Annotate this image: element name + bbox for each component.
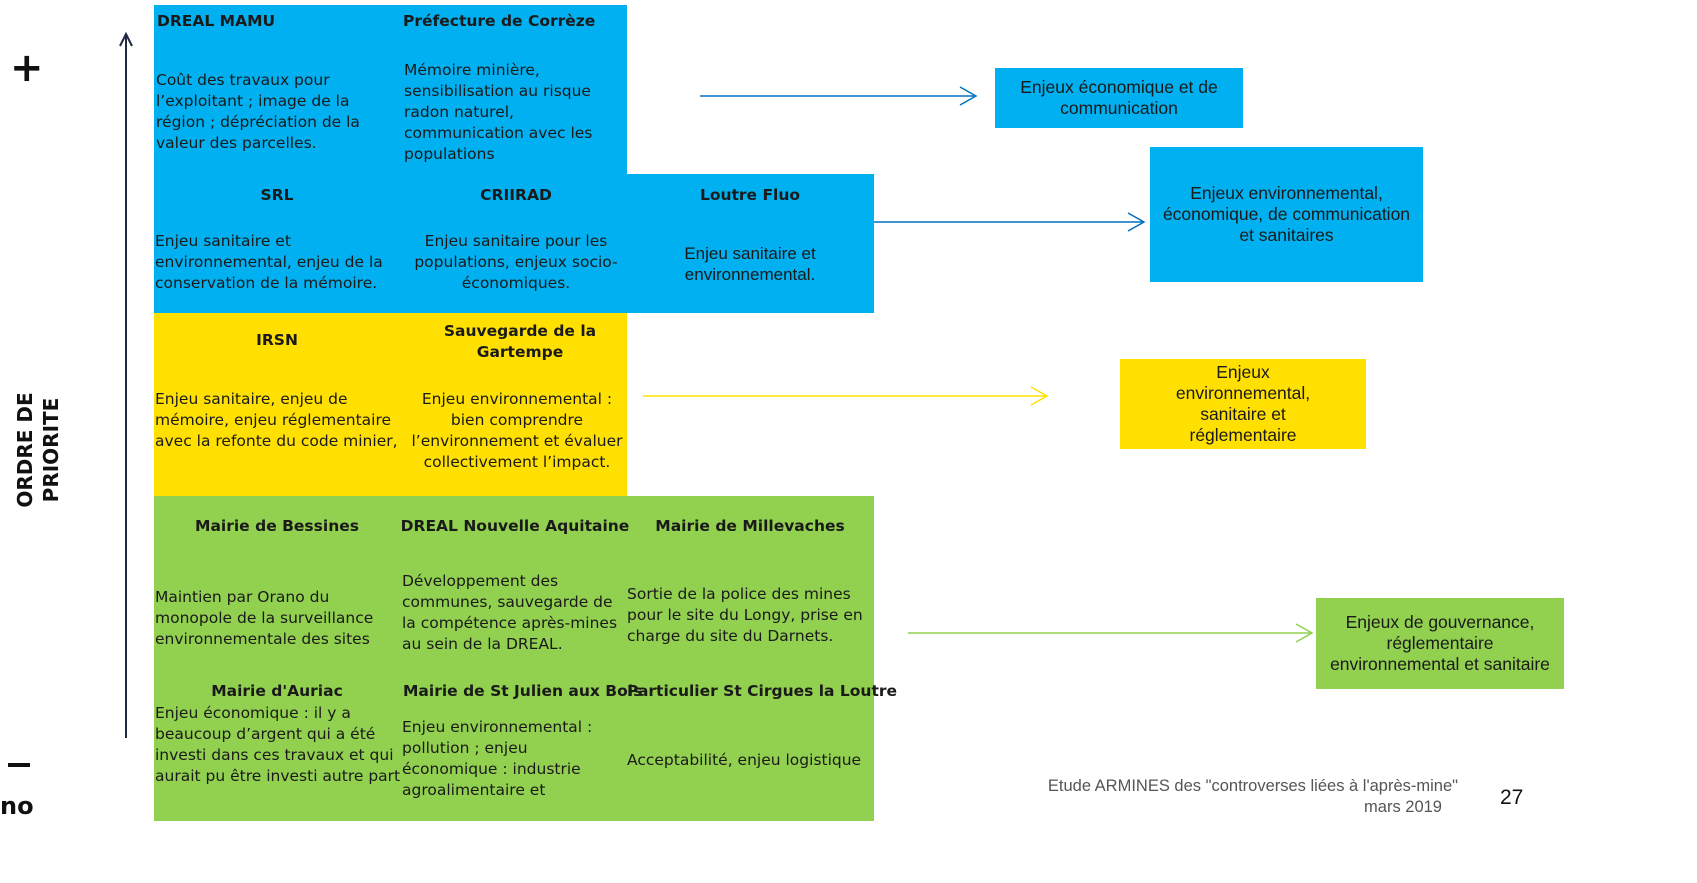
actor-mairie-bessines-text: Maintien par Orano du monopole de la sur… (155, 588, 374, 648)
logo-fragment: no (0, 792, 34, 820)
actor-particulier-st-cirgues-header: Particulier St Cirgues la Loutre (627, 682, 898, 700)
green-block (154, 496, 874, 821)
actor-criirad-text: Enjeu sanitaire pour les populations, en… (414, 232, 618, 292)
summary-box-blue-2: Enjeux environnemental, économique, de c… (1150, 147, 1423, 282)
priority-axis-arrow (119, 31, 133, 738)
actor-prefecture-correze-header: Préfecture de Corrèze (403, 12, 596, 30)
actor-irsn-text: Enjeu sanitaire, enjeu de mémoire, enjeu… (155, 390, 398, 450)
blue-block-bottom (154, 174, 874, 313)
summary-box-green: Enjeux de gouvernance, réglementaire env… (1316, 598, 1564, 689)
actor-mairie-auriac-header: Mairie d'Auriac (211, 682, 343, 700)
arrow-yellow (643, 386, 1049, 406)
arrow-blue-2 (874, 212, 1146, 232)
actor-mairie-st-julien-header: Mairie de St Julien aux Bois (403, 682, 643, 700)
actor-loutre-fluo-text: Enjeu sanitaire et environnemental. (684, 244, 816, 284)
actor-mairie-millevaches-header: Mairie de Millevaches (655, 517, 845, 535)
actor-dreal-nouvelle-aquitaine-text: Développement des communes, sauvegarde d… (402, 572, 618, 653)
arrow-blue-1 (700, 86, 978, 106)
arrow-green (908, 623, 1314, 643)
summary-box-yellow: Enjeux environnemental, sanitaire et rég… (1120, 359, 1366, 449)
footer-study-title: Etude ARMINES des "controverses liées à … (1047, 777, 1458, 795)
actor-sauvegarde-gartempe-header: Sauvegarde de la Gartempe (443, 322, 597, 361)
actor-mairie-auriac-text: Enjeu économique : il y a beaucoup d’arg… (155, 704, 401, 785)
actor-srl-header: SRL (260, 186, 294, 204)
actor-dreal-mamu-header: DREAL MAMU (157, 12, 276, 30)
priority-low-marker (8, 763, 30, 767)
actor-dreal-nouvelle-aquitaine-header: DREAL Nouvelle Aquitaine (400, 517, 630, 535)
actor-dreal-mamu-text: Coût des travaux pour l’exploitant ; ima… (156, 71, 360, 152)
priority-high-marker: + (10, 45, 44, 91)
actor-srl-text: Enjeu sanitaire et environnemental, enje… (155, 232, 383, 292)
blue-block-top (154, 5, 627, 175)
footer-date: mars 2019 (1364, 798, 1442, 816)
actor-irsn-header: IRSN (256, 331, 298, 349)
yellow-block (154, 313, 627, 496)
actor-prefecture-correze-text: Mémoire minière, sensibilisation au risq… (404, 61, 593, 163)
actor-loutre-fluo-header: Loutre Fluo (699, 186, 801, 204)
actor-particulier-st-cirgues-text: Acceptabilité, enjeu logistique (627, 751, 862, 769)
actor-mairie-millevaches-text: Sortie de la police des mines pour le si… (627, 585, 863, 645)
summary-box-blue-1: Enjeux économique et de communication (995, 68, 1243, 128)
actor-mairie-bessines-header: Mairie de Bessines (195, 517, 359, 535)
footer-source: Etude ARMINES des "controverses liées à … (930, 776, 1458, 818)
page-number: 27 (1500, 786, 1524, 809)
actor-sauvegarde-gartempe-text: Enjeu environnemental : bien comprendre … (411, 390, 623, 471)
actor-mairie-st-julien-text: Enjeu environnemental : pollution ; enje… (402, 718, 593, 799)
actor-criirad-header: CRIIRAD (480, 186, 552, 204)
